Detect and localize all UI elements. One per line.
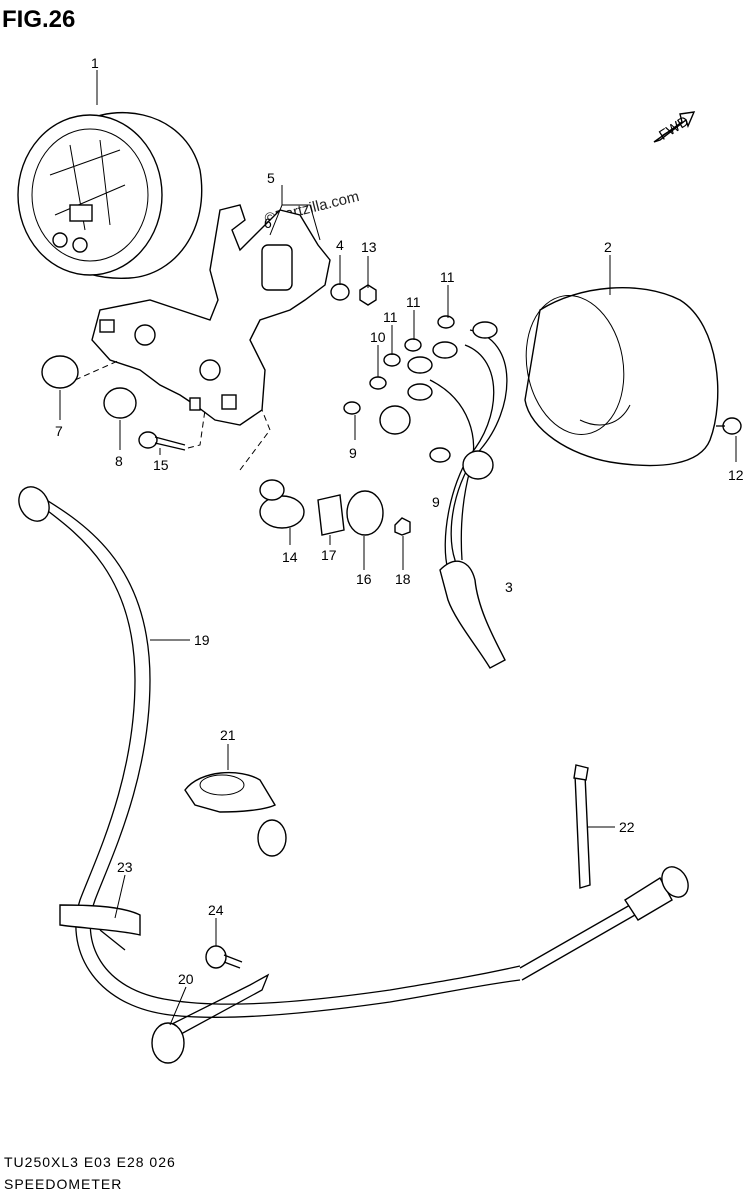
part-11-bulb-a [437,315,455,329]
callout-1: 1 [91,55,99,71]
part-9-bulb [343,401,361,415]
callout-9a: 9 [349,445,357,461]
callout-20: 20 [178,971,194,987]
callout-7: 7 [55,423,63,439]
callout-11b: 11 [406,294,421,310]
part-22-clamp [573,764,591,889]
callout-12: 12 [728,467,744,483]
callout-14: 14 [282,549,298,565]
callout-3: 3 [505,579,513,595]
part-20-clip [151,973,270,1064]
part-18-nut [394,517,411,536]
callout-18: 18 [395,571,411,587]
callout-11c: 11 [383,309,398,325]
callout-2: 2 [604,239,612,255]
callout-10: 10 [370,329,386,345]
callout-8: 8 [115,453,123,469]
callout-23: 23 [117,859,133,875]
part-21-damper [184,771,287,857]
part-3-wiring-harness [379,321,508,669]
part-12-screw [716,417,742,435]
part-17-collar [317,494,345,536]
figure-code: TU250XL3 E03 E28 026 [4,1154,176,1170]
callout-13: 13 [361,239,377,255]
callout-5: 5 [267,170,275,186]
part-1-speedometer-housing [17,112,203,279]
callout-17: 17 [321,547,337,563]
callout-24: 24 [208,902,224,918]
part-19-speedometer-cable [18,486,689,1018]
part-24-bolt [205,945,243,969]
part-23-clamp [59,904,141,951]
figure-name: SPEEDOMETER [4,1176,123,1192]
leader-lines [59,70,737,1026]
callout-19: 19 [194,632,210,648]
callout-6: 6 [264,215,272,231]
callout-4: 4 [336,237,344,253]
part-2-cover [524,287,719,467]
part-14-cushion [259,479,305,529]
part-11-bulb-c [383,353,401,367]
part-7-grommet [41,355,79,389]
callout-21: 21 [220,727,236,743]
part-15-screw [138,431,186,451]
callout-15: 15 [153,457,169,473]
callout-22: 22 [619,819,635,835]
callout-16: 16 [356,571,372,587]
fwd-arrow-icon: FWD [653,111,696,143]
part-4-washer [330,283,350,301]
part-16-washer [346,490,384,536]
callout-9b: 9 [432,494,440,510]
part-8-grommet [103,387,137,419]
fig-title: FIG.26 [2,6,76,33]
part-10-bulb [369,376,387,390]
callout-11a: 11 [440,269,455,285]
part-11-bulb-b [404,338,422,352]
